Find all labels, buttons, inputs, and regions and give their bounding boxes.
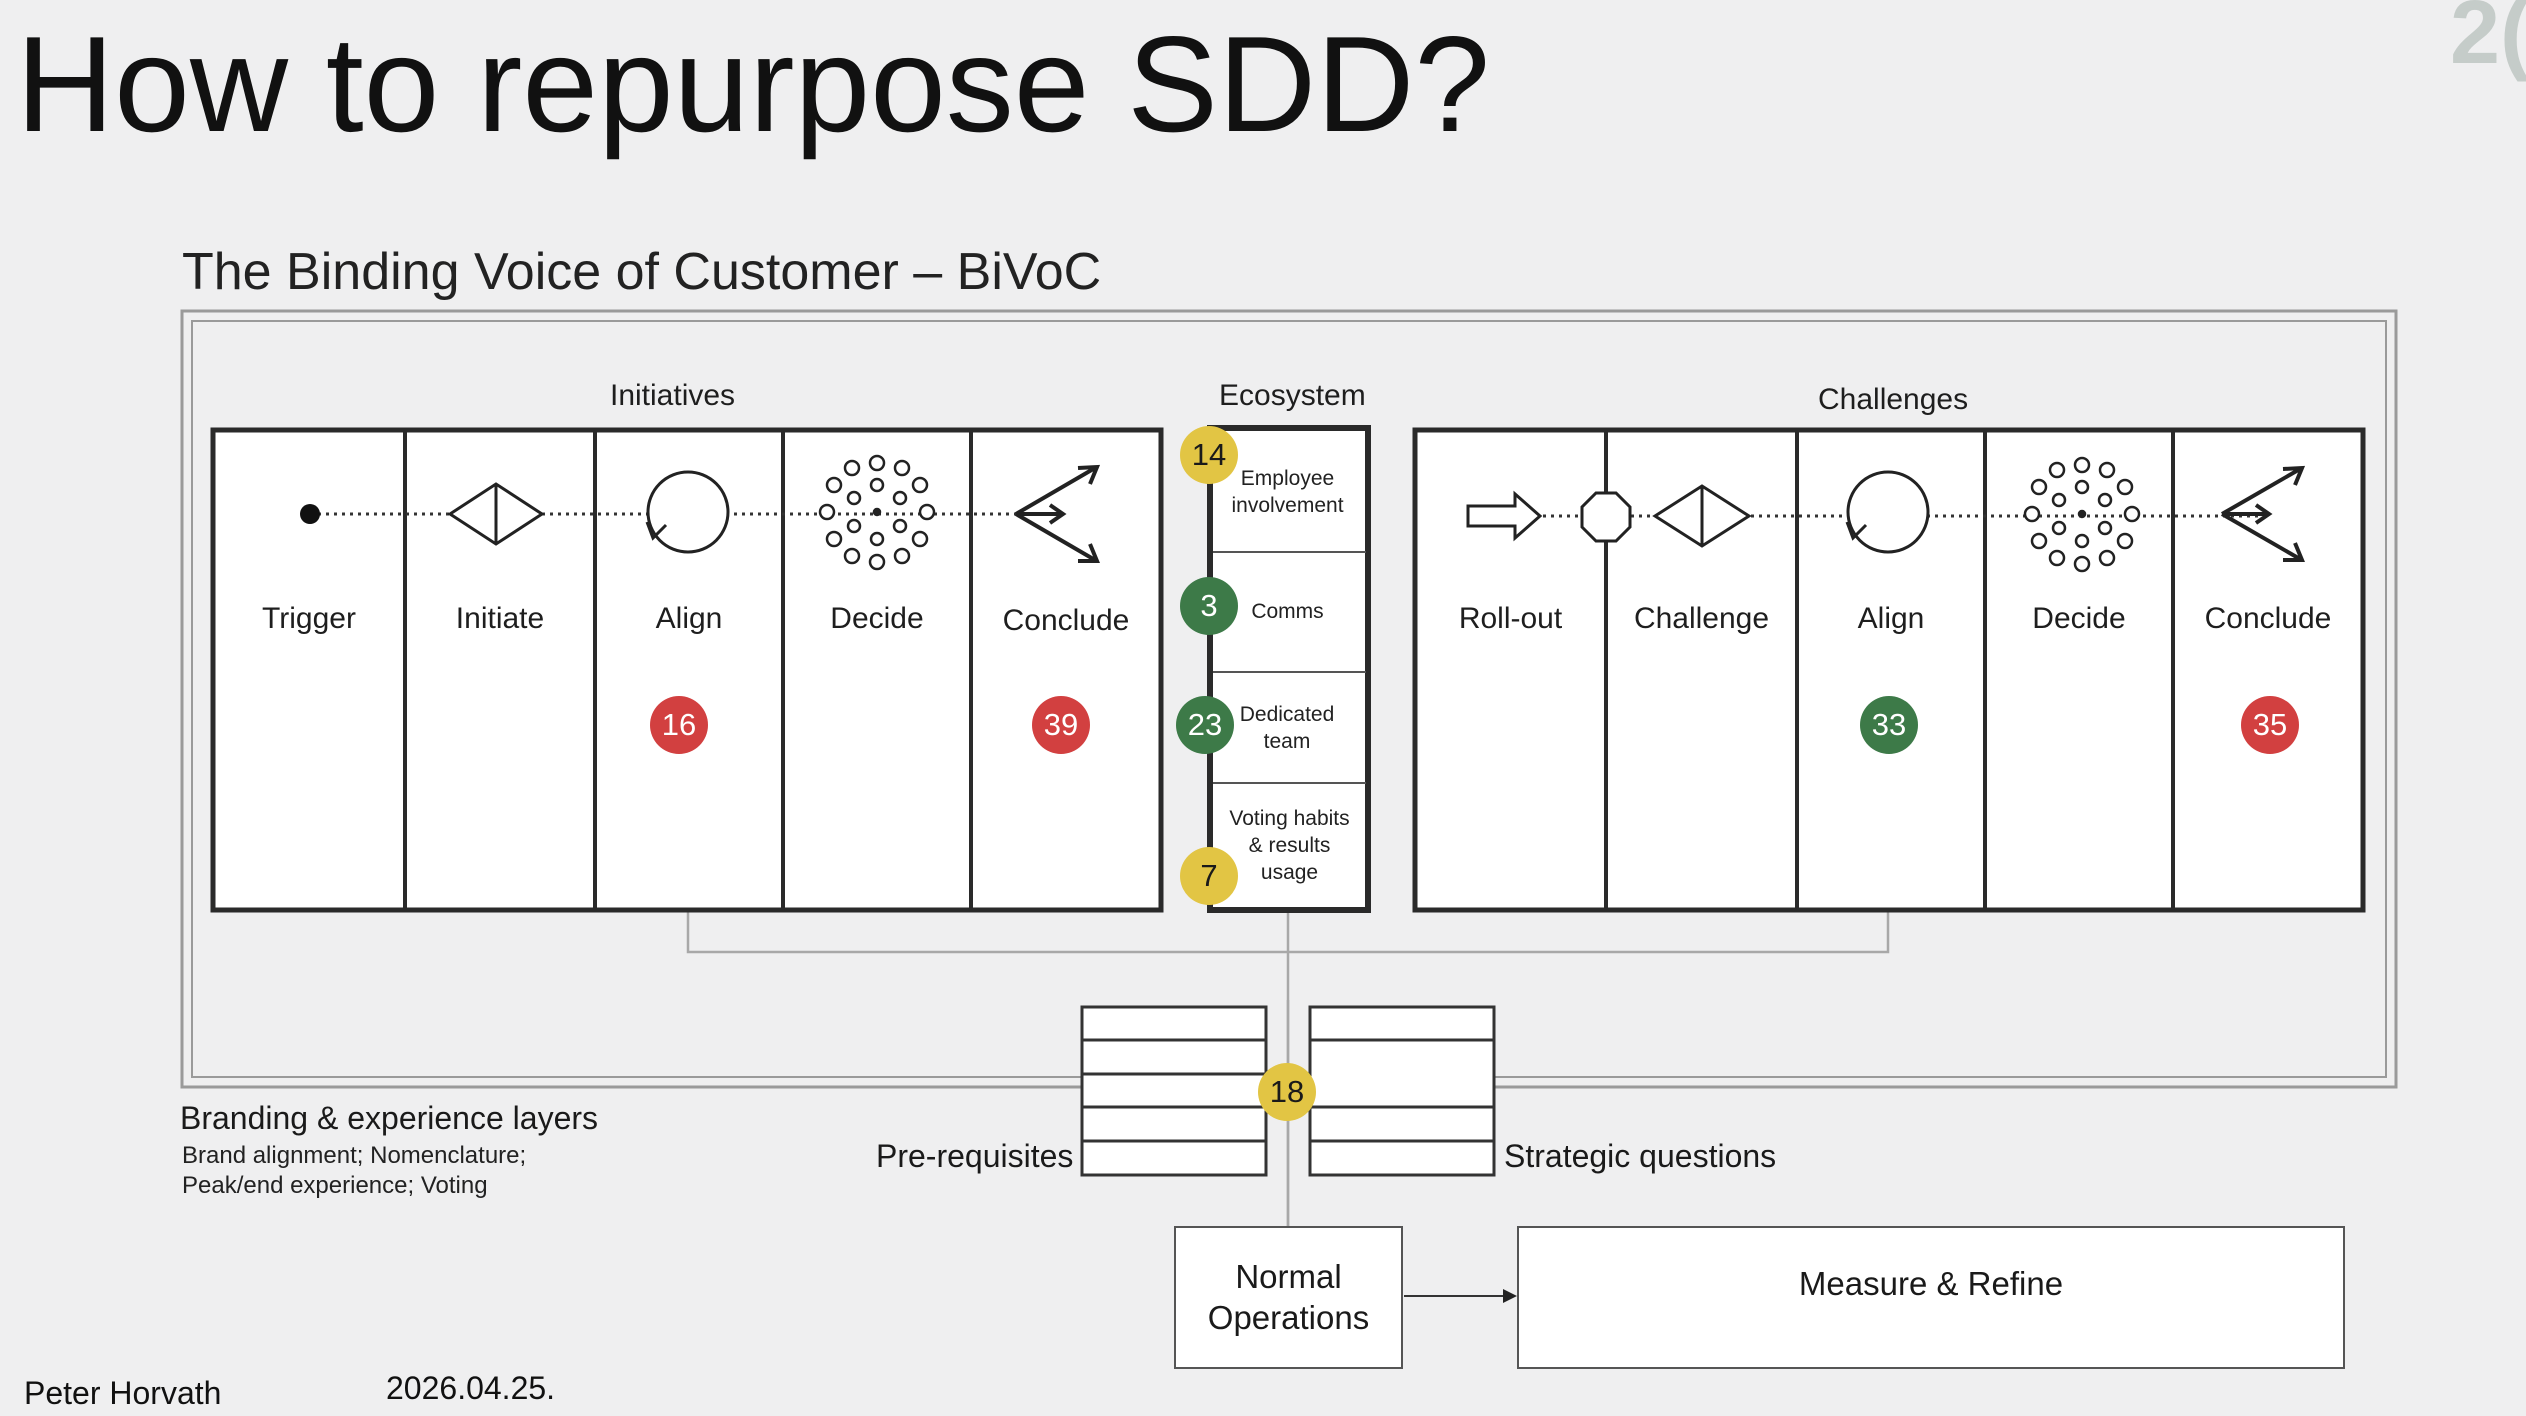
badge-circle: [1180, 426, 1238, 484]
strategic-questions-label: Strategic questions: [1504, 1138, 1777, 1174]
ecosystem-block: [1207, 425, 1371, 913]
ecosystem-dedicated-team: Dedicated team: [1239, 703, 1335, 753]
stage-roll-out: Roll-out: [1458, 602, 1563, 635]
dot-cluster-icon: [818, 454, 936, 571]
ecosystem-comms: Comms: [1251, 600, 1324, 623]
ecosystem-employee-involvement: Employee involvement: [1231, 467, 1344, 517]
stage-decide: Decide: [2032, 602, 2126, 635]
badge-circle: [1860, 696, 1918, 754]
badge-value: 35: [2252, 707, 2288, 742]
challenges-block: [1412, 427, 2366, 913]
badge-value: 23: [1187, 707, 1223, 742]
octagon-icon: [1580, 491, 1632, 543]
badge-circle: [2241, 696, 2299, 754]
measure-refine-box: [1517, 1226, 2345, 1369]
badges: [650, 426, 2299, 1121]
stage-trigger: Trigger: [262, 602, 356, 635]
split-arrow-icon: [2221, 465, 2306, 562]
normal-operations-box: [1174, 1226, 1403, 1369]
diamond-icon: [1652, 484, 1752, 548]
badge-circle: [1180, 577, 1238, 635]
arrow-right-icon: [1466, 490, 1543, 542]
split-arrow-icon: [1014, 464, 1101, 563]
badge-value: 33: [1871, 707, 1907, 742]
badge-value: 7: [1200, 858, 1218, 893]
badge-value: 3: [1200, 588, 1218, 623]
badge-circle: [1176, 696, 1234, 754]
page-title: How to repurpose SDD?: [16, 8, 1491, 160]
badge-circle: [1032, 696, 1090, 754]
badge-value: 18: [1269, 1074, 1305, 1109]
section-challenges: Challenges: [1818, 383, 1969, 416]
measure-refine-label: Measure & Refine: [1798, 1265, 2064, 1302]
dot-cluster-icon: [2023, 456, 2141, 573]
dot-icon: [300, 504, 320, 524]
section-initiatives: Initiatives: [610, 379, 736, 412]
circle-arrow-icon: [645, 470, 730, 554]
branding-line-2: Peak/end experience; Voting: [182, 1172, 488, 1199]
diamond-icon: [447, 482, 545, 546]
stage-challenge: Challenge: [1633, 602, 1770, 635]
stage-conclude: Conclude: [1002, 604, 1130, 637]
prerequisites-table: [1080, 1005, 1268, 1177]
circle-arrow-icon: [1845, 470, 1930, 554]
prerequisites-label: Pre-requisites: [876, 1138, 1074, 1174]
branding-title: Branding & experience layers: [180, 1100, 599, 1136]
ecosystem-voting-habits: Voting habits & results usage: [1229, 807, 1350, 884]
badge-value: 14: [1191, 437, 1227, 472]
stage-conclude: Conclude: [2204, 602, 2332, 635]
slide-number: 2(: [2450, 0, 2526, 83]
section-ecosystem: Ecosystem: [1219, 379, 1366, 412]
footer-author: Peter Horvath: [24, 1375, 222, 1411]
badge-circle: [650, 696, 708, 754]
badge-value: 16: [661, 707, 697, 742]
badge-circle: [1258, 1063, 1316, 1121]
stage-initiate: Initiate: [455, 602, 545, 635]
diagram-subtitle: The Binding Voice of Customer – BiVoC: [182, 243, 1102, 301]
badge-value: 39: [1043, 707, 1079, 742]
branding-line-1: Brand alignment; Nomenclature;: [182, 1142, 527, 1169]
stage-align: Align: [1857, 602, 1925, 635]
badge-circle: [1180, 847, 1238, 905]
normal-operations-line-1: Normal: [1235, 1258, 1342, 1295]
normal-operations-line-2: Operations: [1207, 1299, 1370, 1336]
initiatives-block: [210, 427, 1164, 913]
stage-align: Align: [655, 602, 723, 635]
footer-date: 2026.04.25.: [386, 1370, 556, 1406]
stage-decide: Decide: [830, 602, 924, 635]
strategic-questions-table: [1308, 1005, 1496, 1177]
